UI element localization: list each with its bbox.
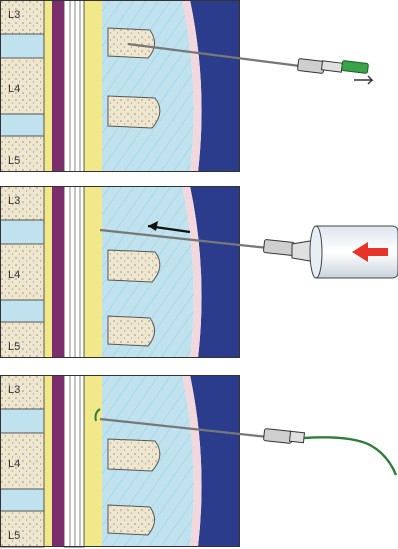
vertebra-label-1: L3: [8, 384, 20, 396]
panel-needle-insertion: L3 L4 L5: [0, 0, 398, 172]
vertebra-label-3: L5: [8, 530, 20, 542]
vertebra-label-3: L5: [8, 155, 20, 167]
cauda-equina: [64, 0, 84, 172]
dura-layer: [84, 375, 102, 547]
intervertebral-disc: [0, 300, 44, 322]
intervertebral-disc: [0, 409, 44, 433]
intervertebral-disc: [0, 220, 44, 244]
cauda-equina: [64, 186, 84, 358]
intervertebral-disc: [0, 34, 44, 58]
dura-layer: [84, 0, 102, 172]
intervertebral-disc: [0, 489, 44, 511]
vertebra-label-2: L4: [8, 269, 20, 281]
vertebra-label-2: L4: [8, 458, 20, 470]
vertebra-label-1: L3: [8, 195, 20, 207]
dura-layer: [84, 186, 102, 358]
panel-syringe-loss-of-resistance: L3 L4 L5: [0, 186, 398, 358]
cauda-equina: [64, 375, 84, 547]
vertebra-label-2: L4: [8, 83, 20, 95]
spine-illustration: L3 L4 L5: [0, 0, 398, 172]
vertebra-label-3: L5: [8, 341, 20, 353]
intervertebral-disc: [0, 114, 44, 136]
spine-illustration: L3 L4 L5: [0, 375, 398, 549]
syringe-icon: [292, 226, 398, 278]
panel-catheter-placement: L3 L4 L5: [0, 375, 398, 549]
dura-mater: [52, 186, 64, 358]
spine-illustration: L3 L4 L5: [0, 186, 398, 358]
dura-mater: [52, 375, 64, 547]
dura-mater: [52, 0, 64, 172]
vertebra-label-1: L3: [8, 9, 20, 21]
